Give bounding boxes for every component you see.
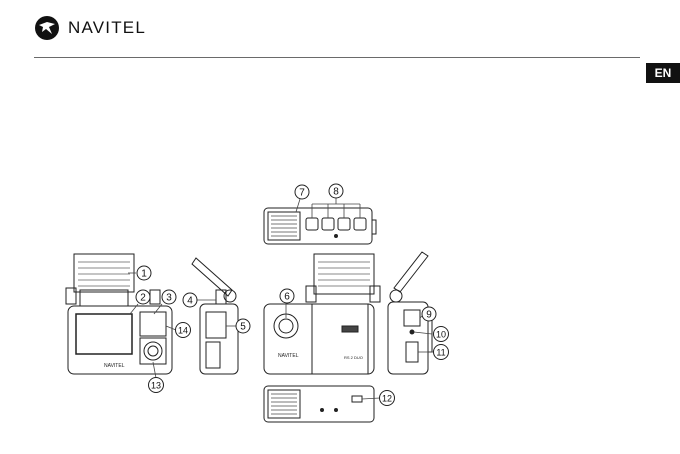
- callout-12: 12: [379, 390, 395, 406]
- front-brand-label: NAVITEL: [104, 363, 125, 369]
- callout-4: 4: [182, 292, 198, 308]
- svg-text:5: 5: [240, 322, 246, 333]
- callout-8: 8: [328, 183, 344, 199]
- svg-text:7: 7: [299, 188, 305, 199]
- svg-text:14: 14: [178, 326, 188, 336]
- navitel-logo: NAVITEL: [34, 14, 174, 42]
- svg-text:3: 3: [166, 293, 172, 304]
- brand-name: NAVITEL: [68, 18, 146, 37]
- device-labels: NAVITEL NAVITEL RS 2 DUO: [104, 353, 363, 369]
- svg-text:9: 9: [426, 310, 432, 321]
- navitel-bird-icon: [35, 16, 59, 40]
- bottom-view: [263, 385, 375, 423]
- callout-9: 9: [421, 306, 437, 322]
- callout-14: 14: [175, 322, 191, 338]
- callout-markers: 1 2 3 4 5 6 7 8 9 10 11 12 13 14: [135, 183, 449, 406]
- rear-brand-label: NAVITEL: [278, 353, 299, 359]
- svg-text:6: 6: [284, 292, 290, 303]
- callout-7: 7: [294, 184, 310, 200]
- side-view-left: [191, 257, 239, 375]
- svg-text:1: 1: [141, 269, 147, 280]
- callout-1: 1: [136, 265, 152, 281]
- model-label: RS 2 DUO: [344, 355, 363, 360]
- svg-text:2: 2: [140, 293, 146, 304]
- top-view: [263, 207, 377, 245]
- svg-text:13: 13: [151, 381, 161, 391]
- callout-10: 10: [433, 326, 449, 342]
- callout-3: 3: [161, 289, 177, 305]
- rear-view: [263, 253, 381, 375]
- svg-text:8: 8: [333, 187, 339, 198]
- callout-11: 11: [433, 344, 449, 360]
- svg-text:4: 4: [187, 296, 193, 307]
- svg-text:11: 11: [436, 348, 445, 358]
- header-divider: [34, 57, 640, 58]
- front-view: [65, 253, 173, 375]
- callout-6: 6: [279, 288, 295, 304]
- callout-2: 2: [135, 289, 151, 305]
- svg-text:12: 12: [382, 394, 392, 404]
- callout-13: 13: [148, 377, 164, 393]
- svg-text:10: 10: [436, 330, 446, 340]
- callout-5: 5: [235, 318, 251, 334]
- language-tab: EN: [646, 63, 680, 83]
